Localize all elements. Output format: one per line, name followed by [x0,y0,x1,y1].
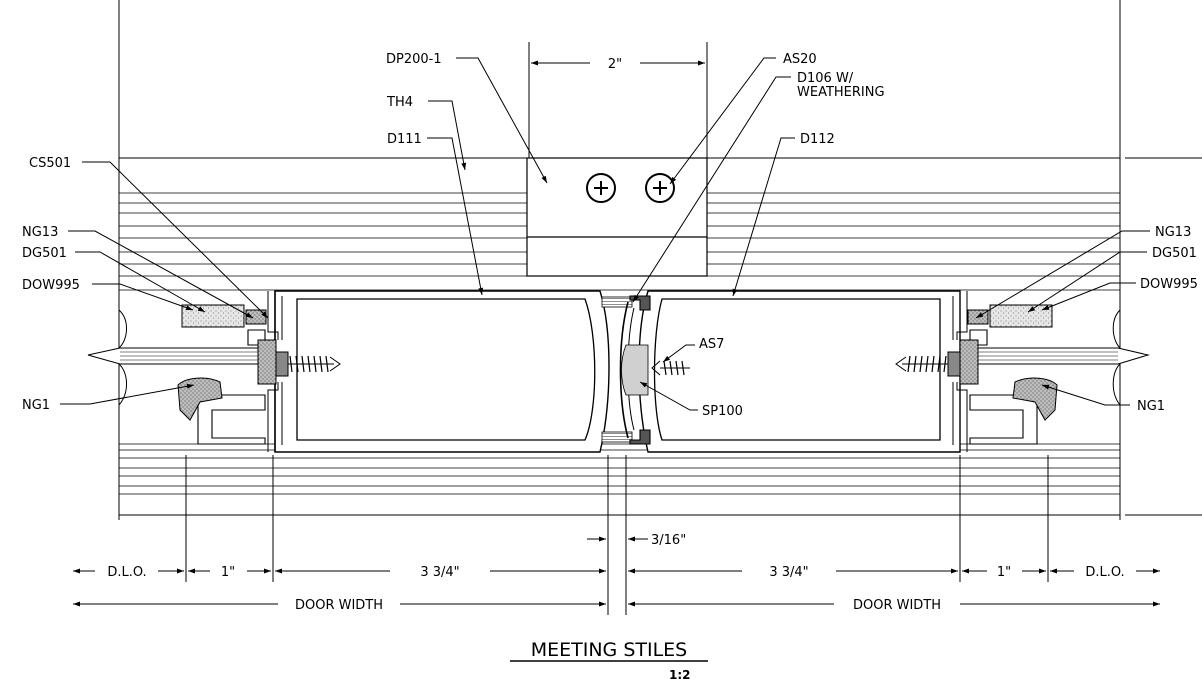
label-sp100: SP100 [702,404,743,419]
label-dp200: DP200-1 [386,52,442,67]
dim-top-width: 2" [608,57,622,72]
dim-dlo-right: D.L.O. [1085,565,1124,580]
stile-left-d111 [267,290,610,453]
label-as7: AS7 [699,337,724,352]
dim-door-width-left: DOOR WIDTH [295,598,383,613]
dim-door-width-right: DOOR WIDTH [853,598,941,613]
label-dg501-right: DG501 [1152,246,1197,261]
label-ng13-left: NG13 [22,225,58,240]
setting-block-dg501-left [181,304,267,328]
label-dow995-right: DOW995 [1140,277,1198,292]
dim-stile-left: 3 3/4" [420,565,459,580]
drawing-title: MEETING STILES [531,639,688,661]
dim-one-right: 1" [997,565,1011,580]
weathering-d106 [601,296,633,443]
label-cs501: CS501 [29,156,71,171]
stile-right-d112 [638,290,968,453]
label-dow995-left: DOW995 [22,278,80,293]
screw-head-icon [645,173,675,203]
screw-as7 [651,360,690,376]
label-th4: TH4 [386,95,413,110]
screw-head-icon [586,173,616,203]
anchor-screw-left [275,351,341,377]
label-d112: D112 [800,132,835,147]
dim-gap: 3/16" [651,533,686,548]
dim-stile-right: 3 3/4" [769,565,808,580]
label-ng1-left: NG1 [22,398,50,413]
label-as20: AS20 [783,52,817,67]
corner-screw-right [959,339,979,385]
door-pull-dp200 [526,157,708,277]
label-d111: D111 [387,132,422,147]
sweep-sp100 [621,344,649,396]
dimension-lines [73,42,1160,662]
drawing-scale: 1:2 [669,668,691,682]
dim-dlo-left: D.L.O. [107,565,146,580]
glass-lite-right [977,309,1150,406]
setting-block-dg501-right [967,304,1053,328]
label-ng13-right: NG13 [1155,225,1191,240]
label-ng1-right: NG1 [1137,399,1165,414]
dim-one-left: 1" [221,565,235,580]
anchor-screw-right [895,351,961,377]
label-dg501-left: DG501 [22,246,67,261]
leader-lines [60,57,1150,411]
label-d106-line1: D106 W/ [797,71,854,86]
label-d106-line2: WEATHERING [797,85,885,100]
corner-screw-cs501-left [257,339,277,385]
